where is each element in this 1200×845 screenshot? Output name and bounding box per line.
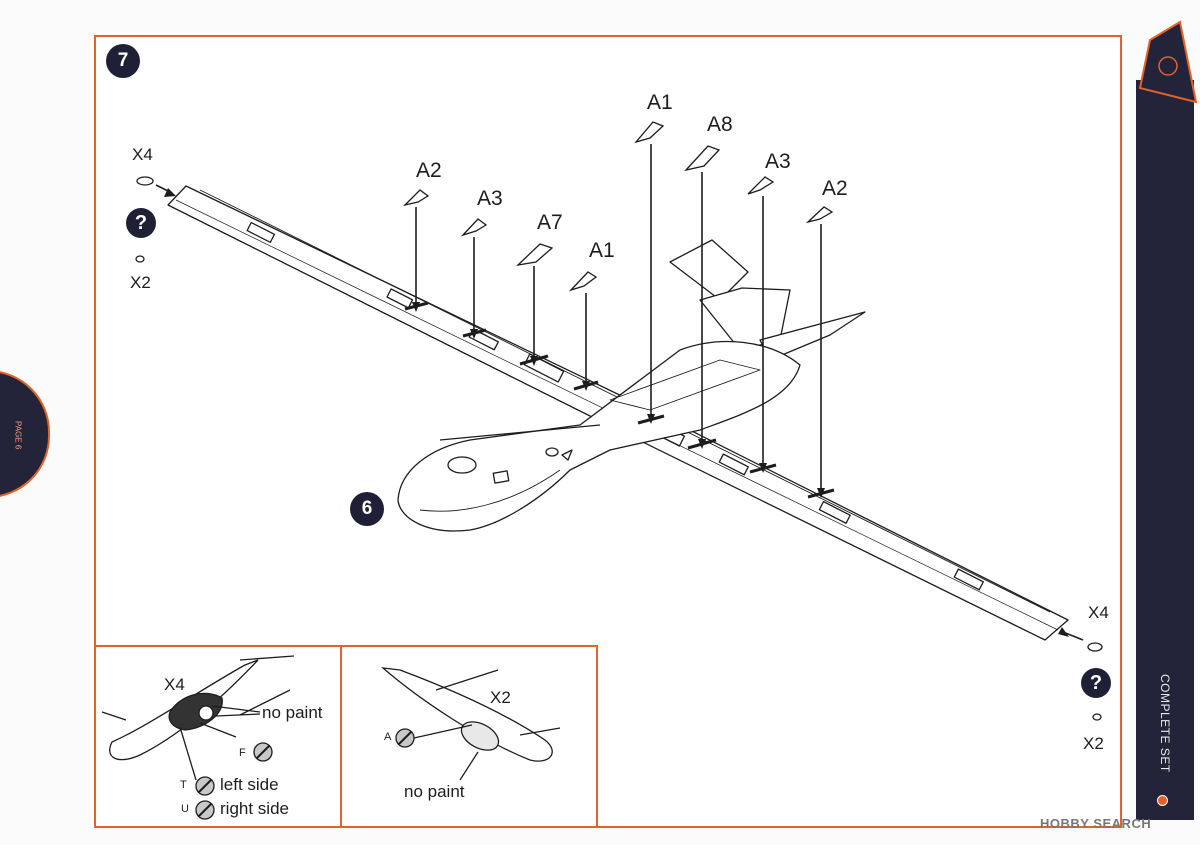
part-a1-left [568, 271, 598, 292]
part-label-a2: A2 [822, 177, 848, 200]
part-label-a1: A1 [589, 239, 615, 262]
question-mark-icon: ? [126, 208, 156, 238]
inset-left-part-label: X4 [164, 675, 185, 694]
part-x2-left [135, 255, 145, 263]
part-label-x2: X2 [1083, 734, 1104, 753]
subassembly-badge: 6 [350, 492, 384, 526]
part-label-a3: A3 [477, 187, 503, 210]
paint-code-f: F [239, 747, 246, 759]
question-mark-icon: ? [1081, 668, 1111, 698]
paint-code-t: T [180, 779, 187, 791]
inset-right-no-paint: no paint [404, 782, 465, 801]
part-x2-right [1092, 713, 1102, 721]
complete-set-label: COMPLETE SET [1158, 673, 1172, 773]
step-number-badge: 7 [106, 44, 140, 78]
part-label-a2: A2 [416, 159, 442, 182]
part-label-x4: X4 [132, 145, 153, 164]
part-label-x4: X4 [1088, 603, 1109, 622]
part-a8 [684, 145, 721, 172]
part-a3-left [460, 218, 488, 237]
watermark: HOBBY SEARCH [1040, 816, 1152, 831]
part-label-a1: A1 [647, 91, 673, 114]
part-x4-right [1087, 642, 1103, 652]
inset-left-no-paint: no paint [262, 703, 323, 722]
part-label-x2: X2 [130, 273, 151, 292]
left-side-label: left side [220, 775, 279, 794]
part-a2-left [402, 189, 430, 207]
part-label-a7: A7 [537, 211, 563, 234]
part-a2-right [805, 206, 834, 224]
part-label-a3: A3 [765, 150, 791, 173]
inset-right-part-label: X2 [490, 688, 511, 707]
part-x4-left [136, 176, 154, 186]
part-label-a8: A8 [707, 113, 733, 136]
page-tab-label: PAGE 6 [13, 420, 23, 450]
sidebar-dot-icon [1157, 795, 1168, 806]
part-a1-top [634, 121, 665, 144]
part-a3-right [747, 176, 775, 195]
right-sidebar [1136, 80, 1194, 820]
paint-code-a: A [384, 731, 392, 743]
part-a7 [516, 243, 554, 266]
paint-code-u: U [181, 803, 189, 815]
right-side-label: right side [220, 799, 289, 818]
